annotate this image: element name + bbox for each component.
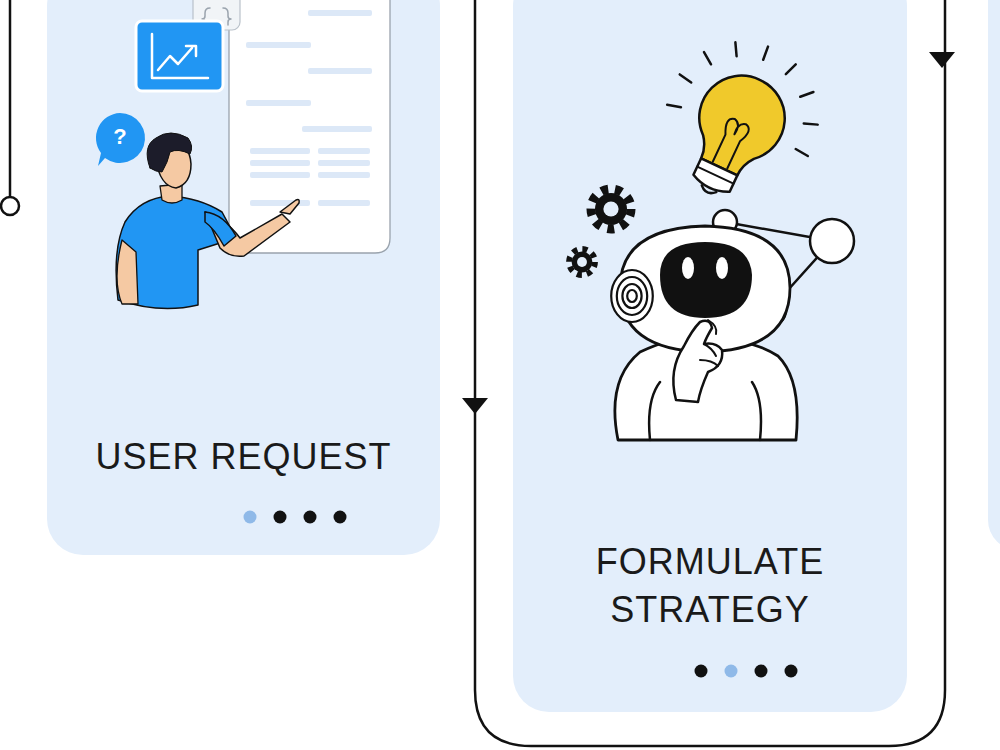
step-dot bbox=[755, 665, 768, 678]
document-line bbox=[246, 100, 311, 106]
robot-thumb bbox=[708, 320, 716, 334]
step-title-block: FORMULATE STRATEGY bbox=[513, 538, 907, 634]
chart-icon bbox=[136, 21, 223, 91]
bulb-base bbox=[691, 158, 737, 196]
step-title: USER REQUEST bbox=[95, 433, 391, 481]
robot-ear bbox=[627, 290, 637, 302]
document-line bbox=[250, 160, 310, 166]
document-line bbox=[302, 126, 372, 132]
light-ray bbox=[763, 47, 768, 60]
light-ray bbox=[796, 149, 808, 156]
robot-ear bbox=[622, 284, 641, 308]
gear bbox=[572, 252, 593, 273]
flow-arrowhead bbox=[929, 52, 955, 68]
flow-line bbox=[9, 0, 12, 196]
step-dot bbox=[334, 511, 347, 524]
robot-eye bbox=[716, 257, 728, 279]
light-ray bbox=[786, 64, 796, 74]
document-line bbox=[246, 42, 311, 48]
bulb-glass bbox=[680, 62, 798, 185]
person-hand bbox=[280, 199, 299, 214]
gear-hole bbox=[577, 257, 587, 267]
step-dot bbox=[695, 665, 708, 678]
flow-end bbox=[1, 197, 19, 215]
code-badge-mark bbox=[202, 8, 231, 25]
bubble-mark: ? bbox=[105, 125, 135, 149]
light-ray bbox=[704, 52, 711, 64]
document-line bbox=[308, 68, 372, 74]
step-dots bbox=[694, 661, 814, 681]
step-dot bbox=[725, 665, 738, 678]
step-title-block: USER REQUEST bbox=[47, 433, 440, 481]
robot-ear bbox=[617, 277, 647, 315]
light-ray bbox=[667, 105, 681, 107]
flow-arrowhead bbox=[462, 398, 488, 414]
light-ray bbox=[804, 123, 818, 124]
gear bbox=[595, 193, 627, 225]
user-illustration bbox=[96, 0, 390, 309]
bulb-tip bbox=[700, 185, 716, 195]
step-dot bbox=[785, 665, 798, 678]
chart-trend bbox=[158, 46, 196, 70]
gear-teeth bbox=[591, 189, 631, 229]
network-node bbox=[810, 219, 854, 263]
gear-hole bbox=[603, 201, 618, 216]
document-line bbox=[318, 160, 370, 166]
light-ray bbox=[735, 42, 736, 56]
step-dots bbox=[243, 507, 363, 527]
document-line bbox=[318, 200, 370, 206]
code-badge bbox=[193, 0, 240, 30]
document-line bbox=[250, 172, 310, 178]
robot-ear bbox=[611, 270, 653, 322]
person-hair bbox=[147, 133, 192, 172]
document-line bbox=[250, 148, 310, 154]
document-line bbox=[250, 200, 310, 206]
person-head bbox=[156, 142, 191, 188]
network-node bbox=[754, 294, 786, 326]
person-neck bbox=[160, 184, 182, 203]
robot-body-seam bbox=[649, 382, 761, 440]
document-line bbox=[318, 172, 370, 178]
step-title: FORMULATE STRATEGY bbox=[540, 538, 880, 634]
step-dot bbox=[304, 511, 317, 524]
person-sleeve bbox=[205, 212, 236, 246]
light-ray bbox=[680, 74, 691, 82]
step-card: USER REQUEST bbox=[47, 0, 440, 555]
robot-eye bbox=[682, 257, 694, 279]
light-ray bbox=[800, 92, 813, 97]
person-arm bbox=[205, 212, 290, 256]
light-bulb bbox=[669, 62, 799, 211]
question-bubble bbox=[96, 113, 145, 166]
robot-illustration bbox=[569, 42, 854, 440]
step-dot bbox=[274, 511, 287, 524]
next-card bbox=[988, 0, 1000, 550]
robot-head bbox=[620, 226, 790, 352]
person-shirt bbox=[116, 196, 236, 309]
network-link bbox=[725, 222, 832, 310]
robot-face bbox=[660, 242, 752, 318]
gear-teeth bbox=[569, 249, 595, 275]
document-line bbox=[308, 10, 372, 16]
chart-axis bbox=[152, 34, 208, 78]
bulb-thread bbox=[697, 167, 733, 184]
person-back-arm bbox=[117, 240, 138, 304]
network-node bbox=[713, 210, 737, 234]
robot-hand bbox=[673, 321, 722, 402]
step-card: FORMULATE STRATEGY bbox=[513, 0, 907, 712]
step-dot bbox=[244, 511, 257, 524]
robot-body bbox=[615, 338, 797, 440]
document-line bbox=[318, 148, 370, 154]
robot-finger bbox=[700, 344, 718, 366]
document-panel bbox=[229, 0, 390, 253]
bulb-filament bbox=[710, 117, 751, 170]
